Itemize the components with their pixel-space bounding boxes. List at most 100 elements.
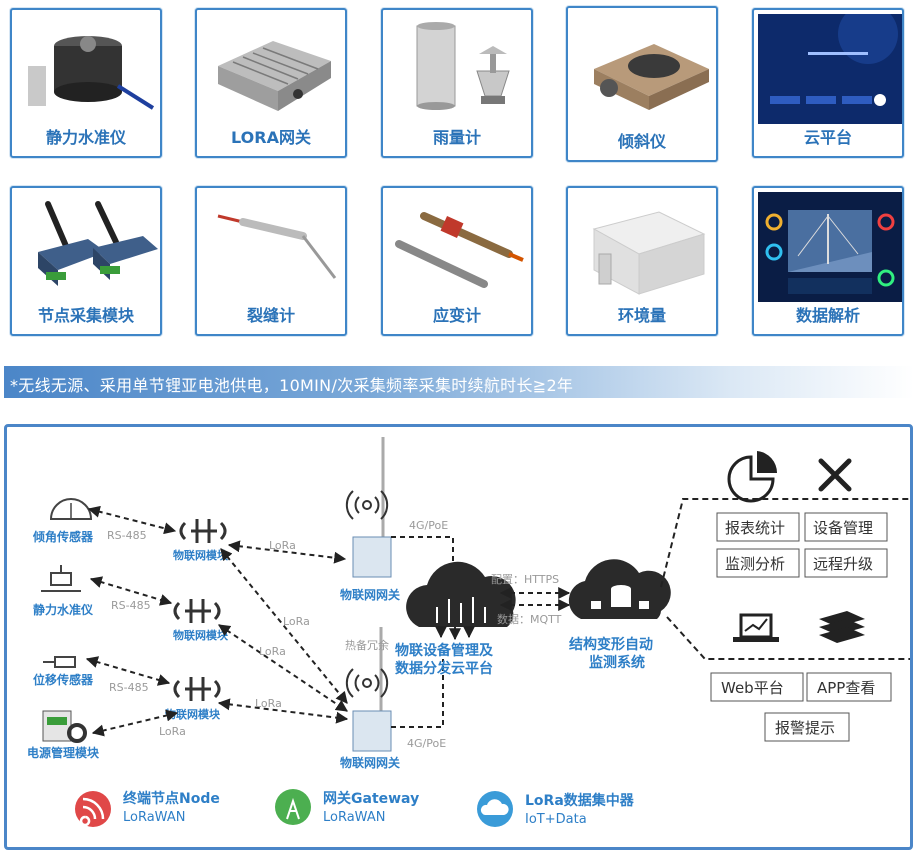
function-label: APP查看 xyxy=(817,679,875,697)
function-button-web-platform[interactable]: Web平台 xyxy=(710,672,804,702)
environment-sensor-image xyxy=(574,194,710,298)
product-label: 环境量 xyxy=(617,306,666,325)
lora-label-2: LoRa xyxy=(283,615,310,628)
hydrostatic-level-image xyxy=(18,16,155,120)
function-label: 报表统计 xyxy=(725,519,785,537)
poe-label-1: 4G/PoE xyxy=(409,519,448,532)
node-module-image xyxy=(18,194,158,298)
product-label: 应变计 xyxy=(432,306,481,325)
legend-concentrator-title: LoRa数据集中器 xyxy=(525,792,635,809)
gateway-label-2: 物联网网关 xyxy=(340,755,400,770)
product-label: 雨量计 xyxy=(432,128,481,147)
system-label-line1: 结构变形自动 xyxy=(569,636,653,653)
legend-concentrator-sub: IoT+Data xyxy=(525,812,587,827)
product-card-environment[interactable]: 环境量 xyxy=(566,186,718,336)
iot-module-icon-1 xyxy=(179,519,227,543)
cloud-label-line2: 数据分发云平台 xyxy=(395,660,493,677)
displacement-sensor-icon xyxy=(43,656,76,668)
legend-gateway-sub: LoRaWAN xyxy=(323,810,385,825)
product-card-data-analysis[interactable]: 数据解析 xyxy=(752,186,904,336)
function-button-alarm[interactable]: 报警提示 xyxy=(764,712,850,742)
legend-concentrator: LoRa数据集中器 IoT+Data xyxy=(477,791,635,827)
gateway-signal-icon-2 xyxy=(345,668,389,698)
rs485-label-3: RS-485 xyxy=(109,681,149,694)
architecture-diagram-panel: 倾角传感器 静力水准仪 位移传感器 电源管理模块 RS-485 RS-485 R… xyxy=(4,424,919,850)
gateway-device-1 xyxy=(352,536,392,578)
web-laptop-icon xyxy=(733,613,779,642)
strain-gauge-image xyxy=(389,194,525,298)
function-button-report[interactable]: 报表统计 xyxy=(716,512,800,542)
lora-label-3: LoRa xyxy=(259,645,286,658)
monitoring-system-icon xyxy=(568,559,671,619)
data-label: 数据：MQTT xyxy=(497,612,562,626)
function-label: 远程升级 xyxy=(813,555,873,573)
hydrostatic-level-icon xyxy=(41,565,81,592)
iot-module-icon-2 xyxy=(173,599,221,623)
iot-module-label-3: 物联网模块 xyxy=(165,707,221,721)
config-label: 配置：HTTPS xyxy=(491,573,559,586)
cloud-platform-image xyxy=(758,4,902,124)
product-label: 节点采集模块 xyxy=(37,306,134,325)
iot-module-label-1: 物联网模块 xyxy=(173,548,229,562)
cloud-label-line1: 物联设备管理及 xyxy=(395,642,494,659)
system-label-line2: 监测系统 xyxy=(589,654,645,671)
legend-node-title: 终端节点Node xyxy=(123,790,220,807)
product-card-cloud-platform[interactable]: 云平台 xyxy=(752,4,904,158)
product-card-inclinometer[interactable]: 倾斜仪 xyxy=(566,6,718,162)
sensor-label-hydrostatic: 静力水准仪 xyxy=(33,602,94,617)
legend-gateway: 网关Gateway LoRaWAN xyxy=(275,789,419,825)
function-label: 报警提示 xyxy=(775,719,835,737)
redundant-label: 热备冗余 xyxy=(345,638,389,652)
product-card-lora-gateway[interactable]: LORA网关 xyxy=(195,8,347,158)
function-button-app-view[interactable]: APP查看 xyxy=(806,672,892,702)
crack-meter-image xyxy=(203,194,339,298)
function-label: 设备管理 xyxy=(813,519,873,537)
product-label: 裂缝计 xyxy=(246,306,295,325)
inclinometer-image xyxy=(574,14,710,118)
legend-gateway-title: 网关Gateway xyxy=(323,790,419,807)
product-card-hydrostatic-level[interactable]: 静力水准仪 xyxy=(10,8,162,158)
function-button-remote-upgrade[interactable]: 远程升级 xyxy=(804,548,888,578)
sensor-label-power: 电源管理模块 xyxy=(27,745,100,760)
product-card-strain-gauge[interactable]: 应变计 xyxy=(381,186,533,336)
function-button-monitoring-analysis[interactable]: 监测分析 xyxy=(716,548,800,578)
iot-module-label-2: 物联网模块 xyxy=(173,628,229,642)
power-module-icon xyxy=(42,710,87,743)
report-chart-icon xyxy=(727,451,778,503)
inclination-sensor-icon xyxy=(49,498,93,520)
sensor-label-displacement: 位移传感器 xyxy=(33,672,94,687)
product-label: 倾斜仪 xyxy=(617,132,666,151)
product-card-crack-meter[interactable]: 裂缝计 xyxy=(195,186,347,336)
lora-label-1: LoRa xyxy=(269,539,296,552)
legend-node: 终端节点Node LoRaWAN xyxy=(75,790,220,827)
gateway-label-1: 物联网网关 xyxy=(340,587,400,602)
battery-note-banner: *无线无源、采用单节锂亚电池供电，10MIN/次采集频率采集时续航时长≧2年 xyxy=(4,366,914,398)
rain-gauge-image xyxy=(389,16,525,120)
function-label: Web平台 xyxy=(721,679,784,697)
product-card-node-module[interactable]: 节点采集模块 xyxy=(10,186,162,336)
gateway-signal-icon-1 xyxy=(345,490,389,520)
product-label: LORA网关 xyxy=(231,128,311,147)
product-card-rain-gauge[interactable]: 雨量计 xyxy=(381,8,533,158)
poe-label-2: 4G/PoE xyxy=(407,737,446,750)
iot-module-icon-3 xyxy=(173,677,221,701)
lora-gateway-image xyxy=(203,16,339,120)
legend-node-sub: LoRaWAN xyxy=(123,810,185,825)
architecture-diagram: 倾角传感器 静力水准仪 位移传感器 电源管理模块 RS-485 RS-485 R… xyxy=(27,437,919,827)
rs485-label-2: RS-485 xyxy=(111,599,151,612)
lora-label-power: LoRa xyxy=(159,725,186,738)
data-analysis-image xyxy=(758,192,902,302)
product-label: 静力水准仪 xyxy=(45,128,126,147)
wrench-icon xyxy=(818,458,852,492)
banner-text: *无线无源、采用单节锂亚电池供电，10MIN/次采集频率采集时续航时长≧2年 xyxy=(10,376,574,395)
lora-label-4: LoRa xyxy=(255,697,282,710)
product-label: 云平台 xyxy=(803,128,852,147)
gateway-tower-icon xyxy=(275,789,311,825)
function-button-device-management[interactable]: 设备管理 xyxy=(804,512,888,542)
function-label: 监测分析 xyxy=(725,555,785,573)
cloud-platform-icon xyxy=(406,561,516,641)
product-label: 数据解析 xyxy=(795,306,860,325)
gateway-device-2 xyxy=(352,710,392,752)
rs485-label-1: RS-485 xyxy=(107,529,147,542)
app-stack-icon xyxy=(819,611,865,643)
